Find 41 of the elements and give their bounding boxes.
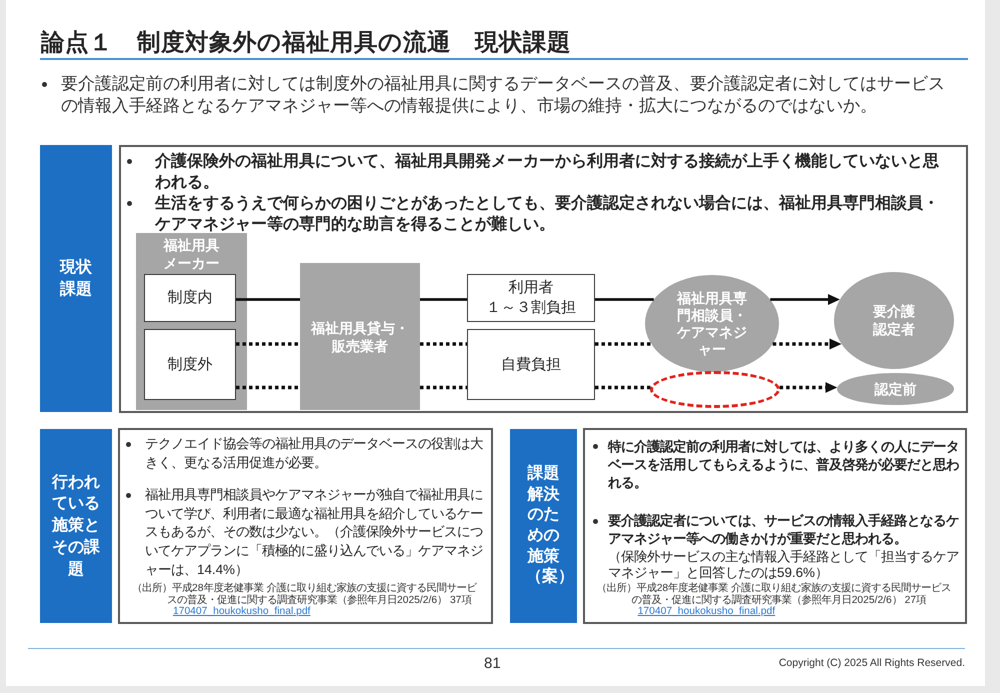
connector-line [595, 386, 650, 390]
dashed-ellipse [650, 371, 780, 408]
connector-line [595, 298, 654, 301]
connector-line [420, 342, 467, 346]
connector-line [236, 386, 300, 390]
section-label: 課題解決のための施策（案） [510, 429, 577, 623]
bullet-text: 要介護認定前の利用者に対しては制度外の福祉用具に関するデータベースの普及、要介護認定者に対してはサービスの情報入手経路となるケアマネジャー等への情報提供により、市場の維持・拡大につながるのではないか。 [61, 73, 946, 117]
pdf-link: 170407_houkokusho_final.pdf [173, 606, 310, 618]
bullet-text: 要介護認定者については、サービスの情報入手経路となるケアマネジャー等への働きかけが重要だと思われる。 [608, 512, 960, 548]
copyright-text: Copyright (C) 2025 All Rights Reserved. [778, 657, 965, 670]
pdf-link: 170407_houkokusho_final.pdf [638, 606, 776, 618]
page-number: 81 [484, 655, 501, 673]
connector-line [420, 386, 467, 390]
bullet-text: 特に介護認定前の利用者に対しては、より多くの人にデータベースを活用してもらえるように、普及啓発が必要だと思われる。 [608, 438, 960, 492]
process-box: 自費負担 [467, 329, 595, 400]
section-label: 行われている施策とその課題 [40, 429, 112, 623]
process-box: 制度内 [144, 274, 236, 322]
connector-line [420, 298, 467, 301]
content-box [118, 428, 493, 624]
content-box [583, 428, 967, 624]
group-heading: 福祉用具メーカー [162, 237, 220, 272]
arrow [770, 294, 840, 305]
bullet-text: 介護保険外の福祉用具について、福祉用具開発メーカーから利用者に対する接続が上手く機能していないと思われる。 [155, 151, 940, 192]
process-box: 制度外 [144, 329, 236, 400]
process-box: 福祉用具貸与・販売業者 [300, 263, 420, 410]
content-box [119, 145, 968, 413]
group-box [136, 233, 247, 410]
source-note: （出所）平成28年度老健事業 介護に取り組む家族の支援に資する民間サービスの普及・促進に関する調査研究事業（参照年月日2025/2/6） 37項 170407_houkokusho_final.pdf [132, 583, 478, 618]
slide-title: 論点１ 制度対象外の福祉用具の流通 現状課題 [41, 29, 571, 55]
connector-line [236, 342, 300, 346]
connector-line [236, 298, 300, 301]
arrow [772, 338, 842, 350]
note-text: （保険外サービスの主な情報入手経路として「担当するケアマネジャー」と回答したのは59.6%） [608, 548, 960, 582]
connector-line [595, 342, 652, 346]
bullet-text: 生活をするうえで何らかの困りごとがあったとしても、要介護認定されない場合には、福祉用具専門相談員・ケアマネジャー等の専門的な助言を得ることが難しい。 [155, 193, 940, 234]
bullet-text: テクノエイド協会等の福祉用具のデータベースの役割は大きく、更なる活用促進が必要。 [145, 435, 484, 472]
process-box: 利用者 １～３割負担 [467, 274, 595, 322]
source-note: （出所）平成28年度老健事業 介護に取り組む家族の支援に資する民間サービスの普及・促進に関する調査研究事業（参照年月日2025/2/6） 27項 170407_houkokusho_final.pdf [596, 583, 952, 618]
bullet-text: 福祉用具専門相談員やケアマネジャーが独自で福祉用具について学び、利用者に最適な福祉用具を紹介しているケースもあるが、その数は少ない。（介護保険外サービスについてケアプランに「積極的に盛り込んでいる」ケアマネジャーは、14.4%） [145, 486, 484, 579]
section-label: 現状課題 [40, 145, 112, 412]
arrow [780, 382, 838, 393]
